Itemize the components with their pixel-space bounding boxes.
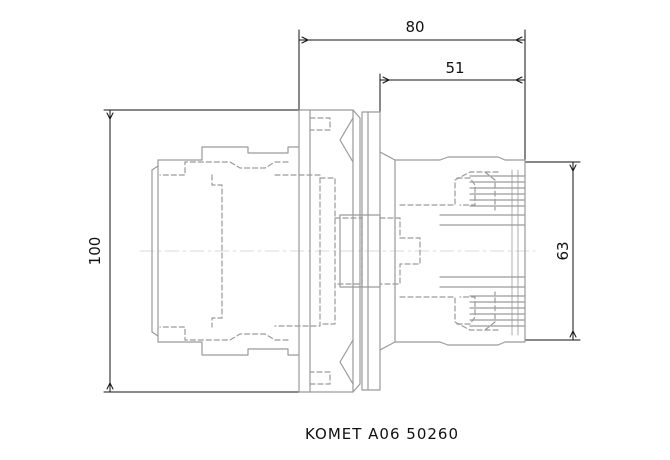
hidden-lines (159, 117, 501, 385)
clamp-insert (339, 214, 381, 288)
part-caption: KOMET A06 50260 (305, 425, 459, 443)
dimension-63-label: 63 (554, 241, 572, 260)
dimension-lines (103, 29, 581, 393)
dimension-100-label: 100 (86, 237, 104, 266)
dimension-80-label: 80 (405, 18, 424, 36)
dimension-51-label: 51 (445, 59, 464, 77)
part-outline (139, 109, 536, 393)
